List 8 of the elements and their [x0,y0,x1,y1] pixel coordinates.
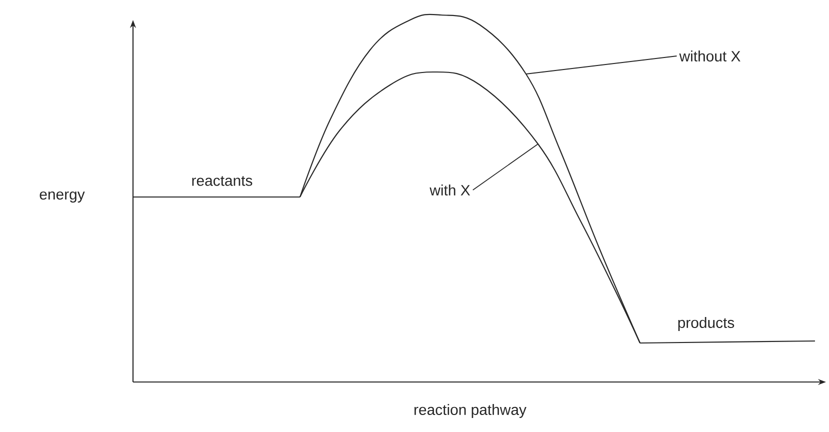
leader-line [472,144,538,190]
curve-label: products [678,317,734,331]
leader-line [526,56,678,74]
curve-label: reactants [192,176,252,186]
text-label: without X [679,50,740,62]
axis-label: energy [40,191,85,203]
axis-label: reaction pathway [414,404,526,418]
text-label: with X [430,184,470,196]
